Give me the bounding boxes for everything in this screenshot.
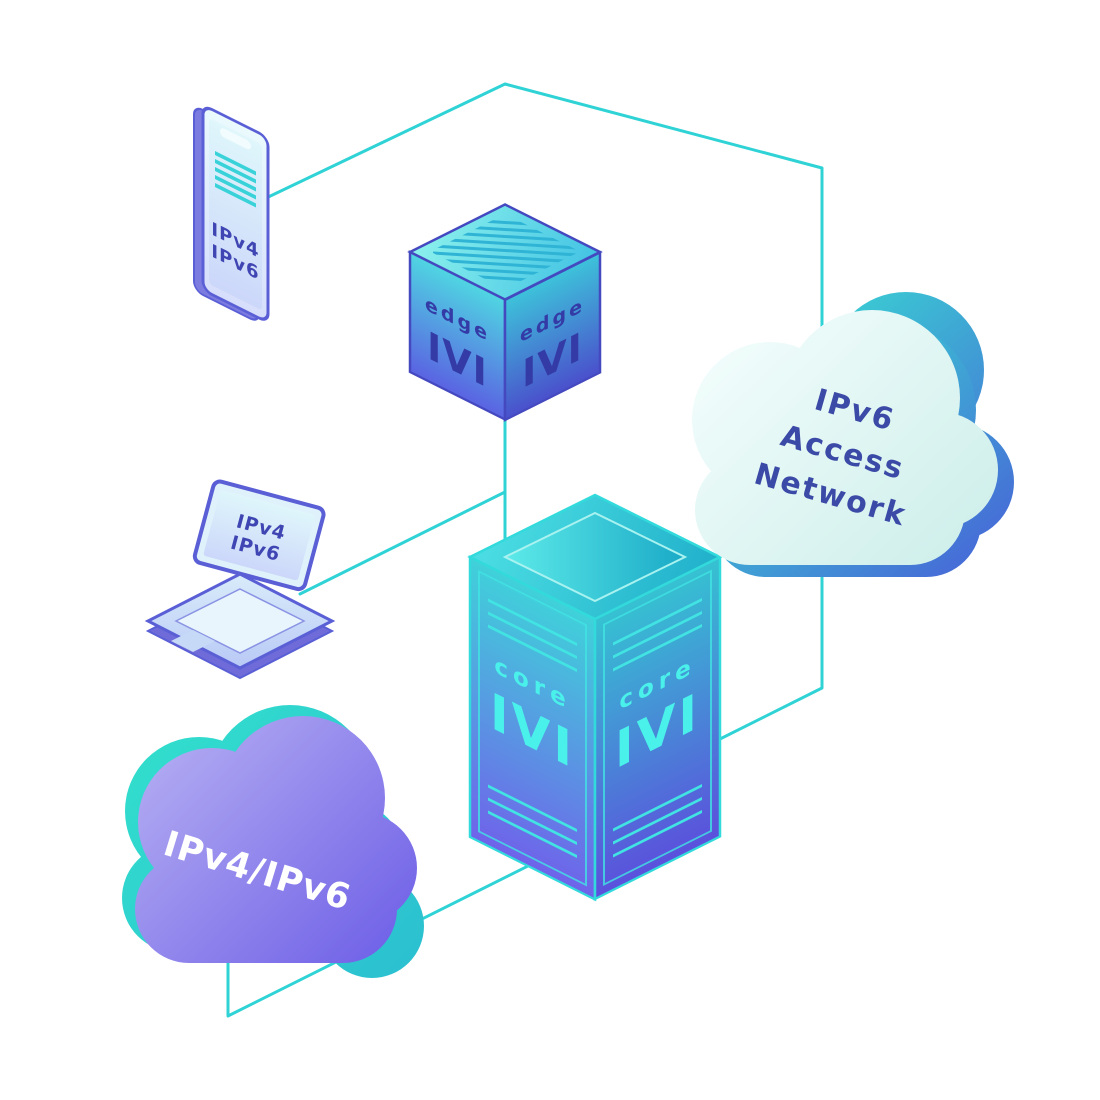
connection-line-cloud-core	[226, 838, 582, 1018]
smartphone-notch	[220, 128, 251, 150]
core-left-face: core IVI	[468, 555, 597, 902]
smartphone-screen	[209, 119, 262, 309]
core-top-screen	[502, 511, 688, 603]
connection-line-edge-laptop	[298, 490, 507, 596]
edge-cube-right-face: edge IVI	[503, 250, 602, 422]
laptop-touchpad	[171, 630, 215, 652]
laptop: IPv4 IPv6	[144, 479, 336, 680]
core-left-face-stripes	[488, 598, 577, 859]
smartphone-screen-lines	[215, 151, 256, 208]
laptop-keyboard	[174, 588, 306, 654]
laptop-screen: IPv4 IPv6	[192, 479, 326, 592]
core-right-face: core IVI	[593, 554, 722, 901]
connection-line-phone-edge-cloud-core	[260, 82, 824, 744]
laptop-screen-panel	[203, 490, 315, 581]
cloud-right-front-layer	[692, 310, 998, 565]
ipv4-ipv6-cloud: IPv4/IPv6	[122, 705, 424, 978]
edge-cube-top-face	[407, 203, 603, 301]
smartphone: IPv4 IPv6	[193, 106, 270, 321]
connection-lines	[226, 82, 824, 1018]
core-router-tower: core IVI core IVI	[467, 493, 723, 902]
edge-cube-left-face: edge IVI	[408, 250, 507, 422]
core-left-face-frame	[478, 570, 587, 887]
edge-router-cube: edge IVI edge IVI	[407, 203, 603, 422]
cloud-left-front-layer	[135, 716, 417, 963]
ipv6-access-network-cloud: IPv6 Access Network	[692, 292, 1014, 577]
core-right-face-stripes	[613, 597, 702, 858]
core-right-face-frame	[603, 569, 712, 886]
